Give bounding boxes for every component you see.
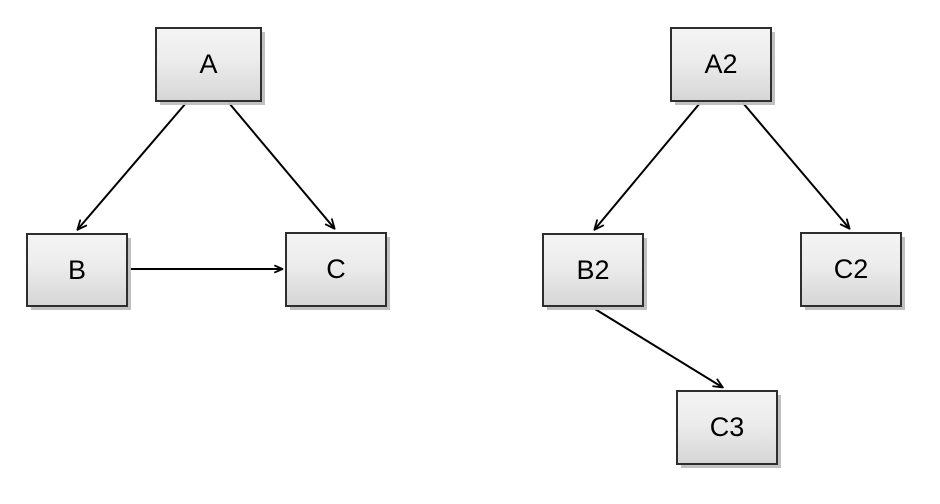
node-label-b: B bbox=[67, 254, 86, 285]
edge-b2-to-c3 bbox=[594, 308, 724, 389]
node-label-c3: C3 bbox=[709, 412, 745, 442]
node-label-b2: B2 bbox=[576, 254, 610, 285]
edge-a-to-c bbox=[228, 102, 336, 230]
node-label-a: A bbox=[199, 49, 218, 79]
node-a[interactable]: A bbox=[155, 27, 262, 102]
edge-a2-to-b2 bbox=[593, 102, 701, 231]
node-b2[interactable]: B2 bbox=[542, 233, 644, 307]
edges-group bbox=[76, 102, 851, 389]
node-label-a2: A2 bbox=[704, 49, 738, 79]
edge-a-to-b bbox=[76, 102, 187, 231]
node-c2[interactable]: C2 bbox=[800, 232, 902, 307]
node-label-c2: C2 bbox=[833, 254, 869, 284]
node-b[interactable]: B bbox=[26, 233, 128, 307]
node-c3[interactable]: C3 bbox=[676, 390, 778, 465]
edge-a2-to-c2 bbox=[742, 102, 851, 230]
node-a2[interactable]: A2 bbox=[670, 27, 772, 102]
node-label-c: C bbox=[326, 254, 346, 284]
node-c[interactable]: C bbox=[285, 232, 387, 307]
